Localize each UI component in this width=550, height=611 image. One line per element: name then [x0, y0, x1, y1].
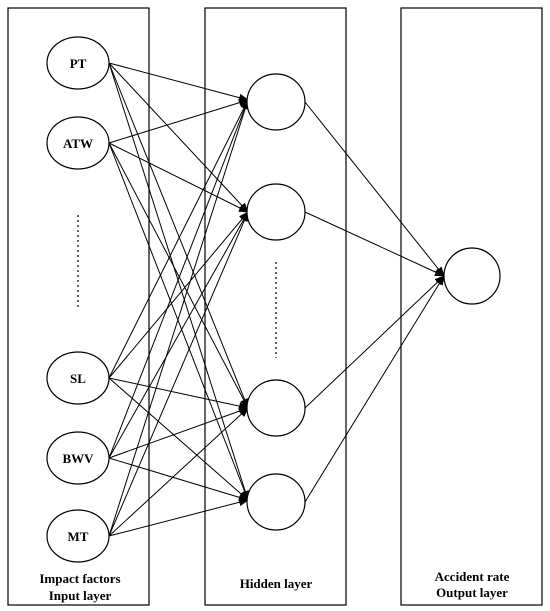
- hidden-output-connection: [304, 275, 445, 409]
- input-hidden-connection: [108, 99, 249, 459]
- output-layer-box: [400, 7, 543, 606]
- output-node: [443, 247, 501, 305]
- input-hidden-connection: [108, 407, 249, 537]
- input-hidden-connection: [108, 142, 249, 213]
- input-hidden-connection: [108, 142, 249, 409]
- input-hidden-connection: [108, 377, 249, 501]
- input-node-label: MT: [68, 529, 89, 544]
- input-hidden-connection: [108, 62, 249, 213]
- input-hidden-connection: [108, 62, 249, 102]
- hidden-node-4: [246, 473, 306, 531]
- input-node-mt: MT: [46, 509, 110, 563]
- input-node-label: ATW: [63, 136, 93, 151]
- input-layer-label-line2: Input layer: [49, 588, 112, 603]
- input-hidden-connection: [108, 407, 249, 459]
- hidden-node-1: [246, 73, 306, 131]
- hidden-layer-label: Hidden layer: [240, 576, 313, 591]
- input-hidden-connection: [108, 211, 249, 537]
- input-layer-box: [7, 7, 150, 606]
- hidden-node-3: [246, 379, 306, 437]
- input-hidden-connection: [108, 211, 249, 379]
- input-node-atw: ATW: [46, 116, 110, 170]
- input-hidden-connection: [108, 498, 249, 537]
- input-hidden-connection: [108, 211, 249, 459]
- hidden-output-connection: [304, 275, 445, 503]
- output-layer-label-line2: Output layer: [436, 585, 508, 600]
- hidden-layer-box: [204, 7, 347, 606]
- input-hidden-connection: [108, 62, 249, 409]
- hidden-output-connection: [304, 211, 445, 277]
- input-layer-label-line1: Impact factors: [39, 571, 120, 586]
- input-node-bwv: BWV: [46, 431, 110, 485]
- hidden-node-2: [246, 183, 306, 241]
- connections: [108, 62, 445, 537]
- input-node-label: SL: [70, 371, 86, 386]
- input-hidden-connection: [108, 457, 249, 502]
- input-node-pt: PT: [46, 36, 110, 90]
- input-node-label: BWV: [62, 451, 94, 466]
- input-node-sl: SL: [46, 351, 110, 405]
- input-hidden-connection: [108, 377, 249, 411]
- input-node-label: PT: [70, 56, 87, 71]
- input-hidden-connection: [108, 98, 249, 144]
- input-hidden-connection: [108, 142, 249, 501]
- output-layer-label-line1: Accident rate: [435, 569, 510, 584]
- hidden-output-connection: [304, 101, 445, 277]
- input-hidden-connection: [108, 99, 250, 537]
- input-hidden-connection: [108, 62, 250, 501]
- input-hidden-connection: [108, 99, 249, 379]
